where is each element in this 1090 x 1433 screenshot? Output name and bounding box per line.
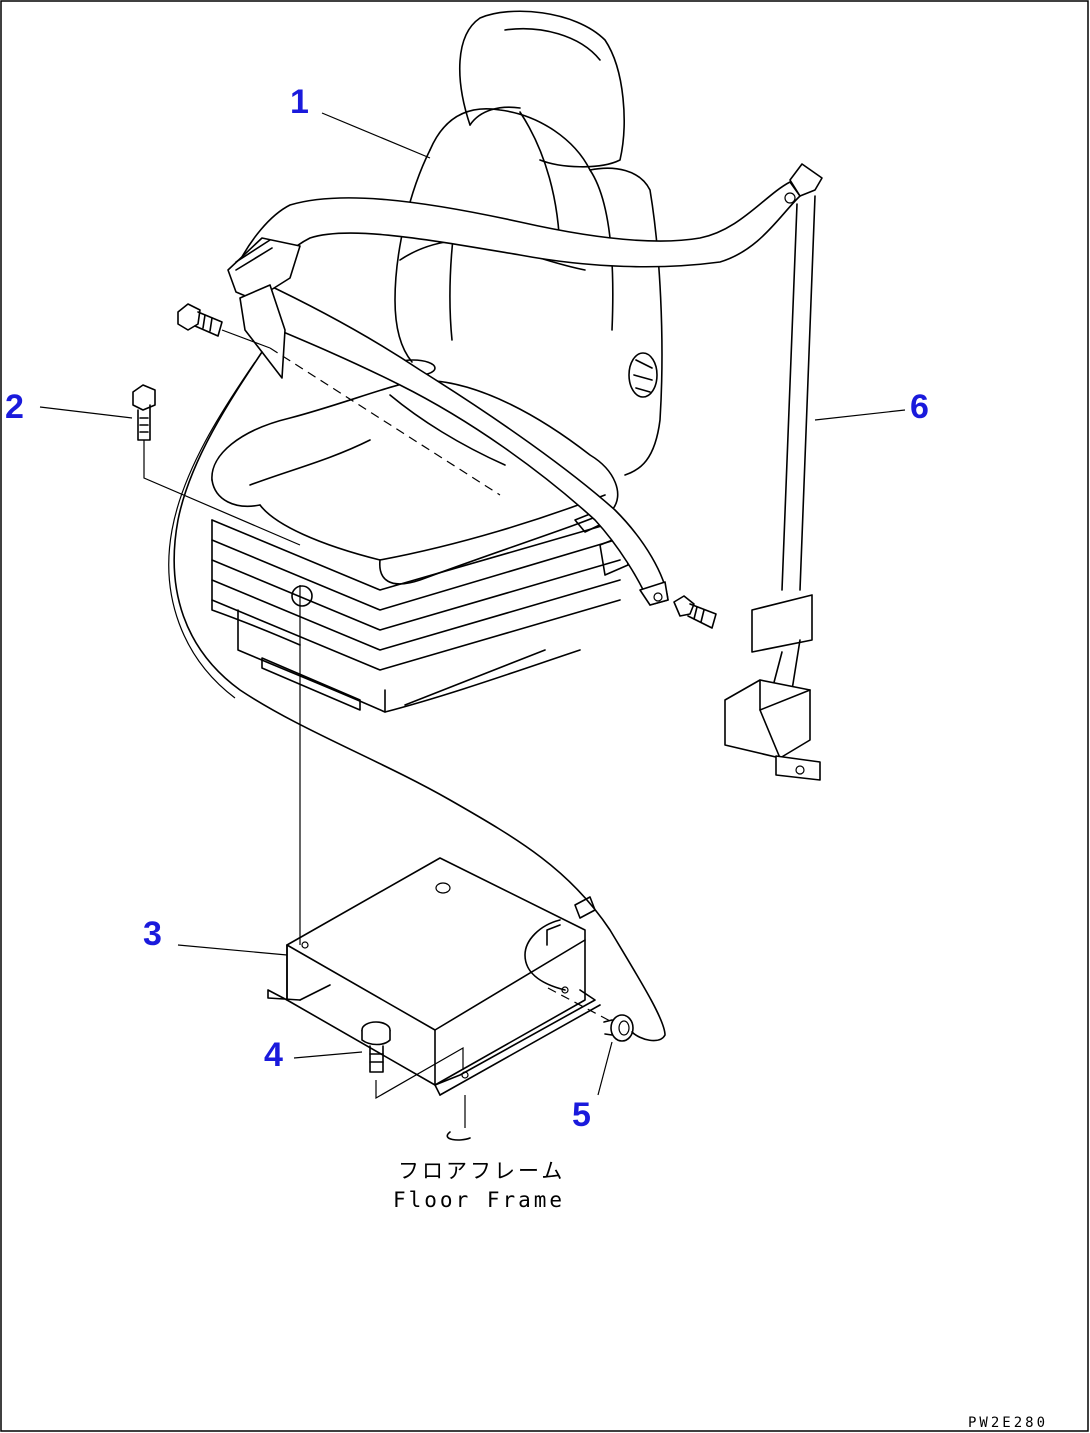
note-floor-frame-jp: フロアフレーム: [398, 1159, 565, 1183]
retractor-part-6: [724, 195, 821, 781]
drawing-code: PW2E280: [968, 1415, 1048, 1431]
leader-lines: [39, 112, 906, 1141]
bracket-part-3: [267, 857, 601, 1096]
callout-6: 6: [910, 388, 929, 426]
nut-part-5: [603, 1014, 634, 1042]
callout-2: 2: [5, 388, 24, 426]
bolt-part-4: [361, 1021, 391, 1073]
bolt-right: [673, 595, 717, 629]
callout-5: 5: [572, 1096, 591, 1134]
seat-belt-strap: [227, 163, 823, 606]
seat-part-1: [211, 10, 663, 713]
note-floor-frame-en: Floor Frame: [393, 1188, 565, 1212]
wire-harness: [168, 351, 666, 1042]
callout-3: 3: [143, 915, 162, 953]
callout-4: 4: [264, 1036, 283, 1074]
bolt-upper: [177, 303, 223, 337]
callout-1: 1: [290, 83, 309, 121]
bolt-part-2: [132, 384, 156, 441]
